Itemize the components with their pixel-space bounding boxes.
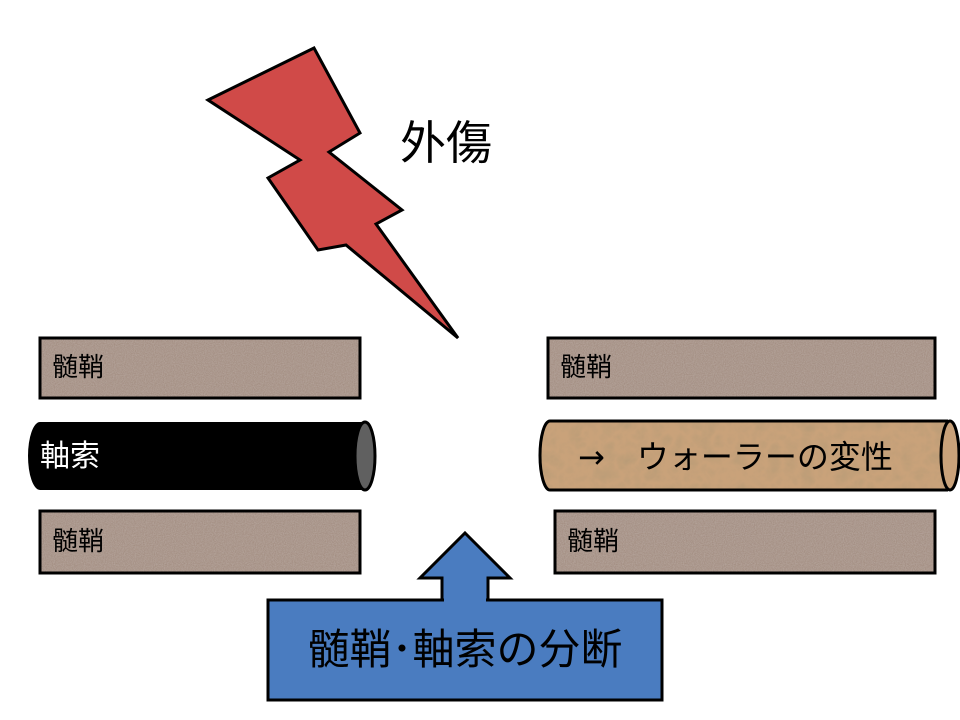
left-bottom-myelin-sheath (38, 509, 362, 575)
transection-callout (266, 530, 664, 702)
transection-callout-box (266, 598, 664, 702)
left-axon-label: 軸索 (40, 439, 100, 474)
left-top-sheath-label: 髄鞘 (52, 353, 105, 383)
right-bottom-myelin-sheath (553, 509, 937, 575)
right-degenerated-axon (538, 419, 960, 492)
right-top-sheath-label: 髄鞘 (560, 353, 613, 383)
left-axon (28, 420, 377, 492)
up-arrow-icon (416, 530, 514, 604)
transection-callout-label: 髄鞘･軸索の分断 (307, 625, 623, 674)
left-bottom-sheath-label: 髄鞘 (52, 527, 105, 557)
right-top-myelin-sheath (546, 336, 937, 400)
wallerian-degeneration-label: → ウォーラーの変性 (578, 438, 893, 476)
lightning-bolt-icon (204, 46, 460, 340)
right-bottom-sheath-label: 髄鞘 (567, 527, 620, 557)
left-top-myelin-sheath (38, 336, 362, 400)
trauma-label: 外傷 (400, 116, 492, 170)
